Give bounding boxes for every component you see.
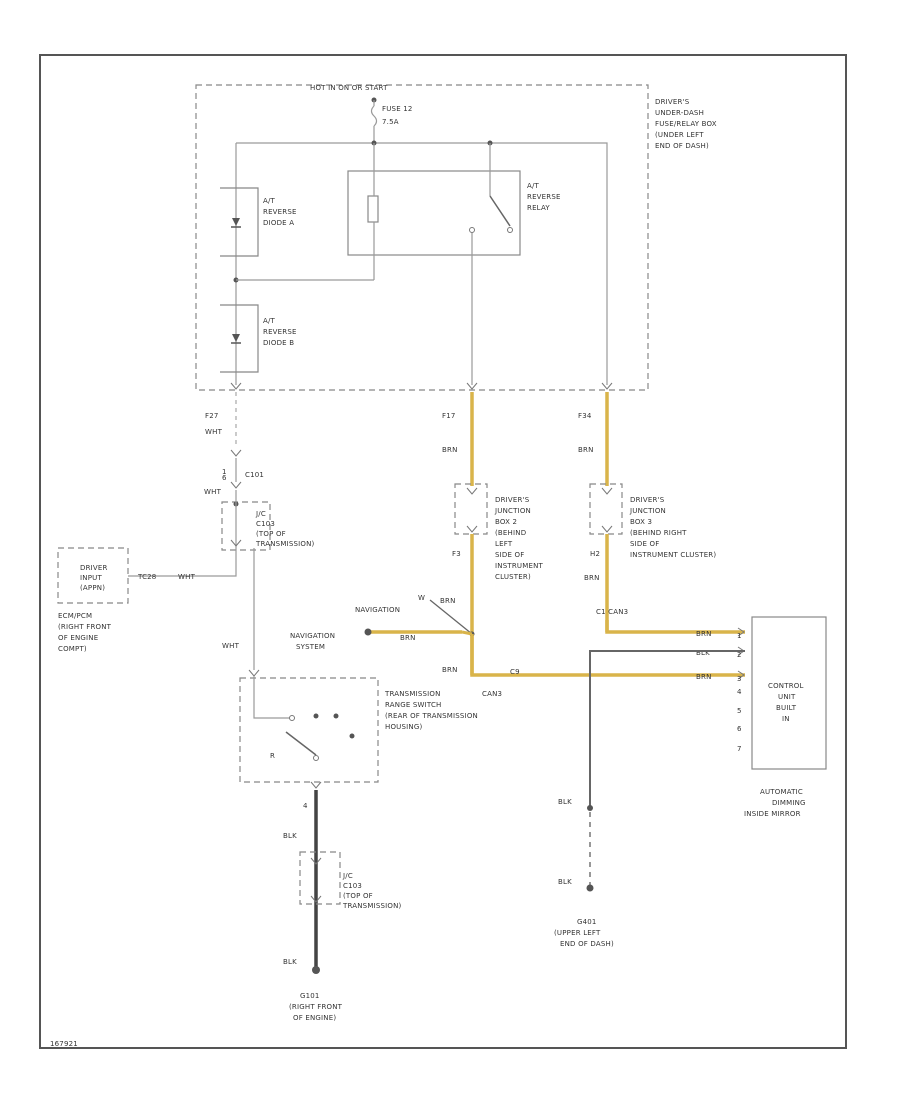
wire-brn-1: BRN (442, 446, 458, 454)
can-label-right: C1 CAN3 (596, 608, 628, 616)
mirror-wire-3: BRN (696, 673, 712, 681)
fuse-rating: 7.5A (382, 118, 399, 126)
mirror-box-label: CONTROL UNIT BUILT IN (768, 682, 806, 723)
pin-6: 6 (222, 474, 227, 482)
svg-text:1: 1 (737, 632, 742, 640)
fuse-box-location: DRIVER'S UNDER-DASH FUSE/RELAY BOX (UNDE… (655, 98, 719, 150)
fuse-box-header: HOT IN ON OR START (310, 84, 388, 92)
ground-g101-label: G101 (RIGHT FRONT OF ENGINE) (289, 992, 345, 1022)
pin-f3: F3 (452, 550, 461, 558)
blk-1: BLK (283, 832, 297, 840)
ecm-pin: TC28 (137, 573, 156, 581)
reverse-diode-b: A/T REVERSE DIODE B (220, 304, 299, 373)
svg-text:3: 3 (737, 675, 742, 683)
jc2-label: J/C C103 (TOP OF TRANSMISSION) (342, 872, 402, 910)
mirror-pins: 1 2 3 4 5 6 7 (737, 627, 745, 753)
svg-text:7: 7 (737, 745, 742, 753)
nav-pin: W (418, 594, 425, 602)
svg-text:6: 6 (737, 725, 742, 733)
svg-text:A/T REVERSE DI: A/T REVERSE DIODE B (263, 317, 299, 347)
internal-bus (236, 142, 608, 385)
reverse-diode-a: A/T REVERSE DIODE A (220, 187, 299, 257)
ground-g101 (312, 966, 320, 974)
mirror-wire-1: BRN (696, 630, 712, 638)
auto-dimming-mirror: CONTROL UNIT BUILT IN 1 2 3 4 5 6 7 BRN … (554, 616, 827, 948)
can-label-mid: CAN3 (482, 690, 502, 698)
pin-f17: F17 (442, 412, 456, 420)
mirror-blk-2: BLK (558, 878, 572, 886)
splice-c9: C9 (510, 668, 520, 676)
pin-f34: F34 (578, 412, 592, 420)
blk-2: BLK (283, 958, 297, 966)
wire-color-wht-3: WHT (222, 642, 240, 650)
fuse-relay-box: HOT IN ON OR START FUSE 12 7.5A DRIVER'S… (195, 84, 719, 391)
middle-branch-brn: F17 BRN DRIVER'S JUNCTION BOX 2 (BEHIND … (290, 392, 745, 698)
nav-system-terminal (364, 628, 372, 636)
pin-1: 1 (222, 468, 227, 476)
wire-color-wht-2: WHT (204, 488, 222, 496)
nav-system-label: NAVIGATION SYSTEM (290, 632, 338, 651)
wire-color-wht-1: WHT (205, 428, 223, 436)
diagram-frame (39, 54, 847, 1049)
ecm-wire: WHT (178, 573, 196, 581)
trs-r-position: R (270, 752, 275, 760)
mirror-label: AUTOMATIC DIMMING INSIDE MIRROR (744, 788, 808, 818)
trs-pin: 4 (303, 802, 308, 810)
pin-f27: F27 (205, 412, 219, 420)
nav-wire-label-2: BRN (400, 634, 416, 642)
fuse-12-symbol (370, 97, 378, 143)
wire-brn-right-1: BRN (578, 446, 594, 454)
ground-g401-label: G401 (UPPER LEFT END OF DASH) (554, 918, 614, 948)
ground-g401 (586, 884, 594, 892)
wire-brn-3: BRN (442, 666, 458, 674)
jb3-label: DRIVER'S JUNCTION BOX 3 (BEHIND RIGHT SI… (629, 496, 716, 559)
svg-text:4: 4 (737, 688, 742, 696)
nav-wire-label: BRN (440, 597, 456, 605)
svg-text:A/T REVERSE RE: A/T REVERSE RELAY (527, 182, 563, 212)
jb2-label: DRIVER'S JUNCTION BOX 2 (BEHIND LEFT SID… (494, 496, 545, 581)
connector-c101: C101 (245, 471, 264, 479)
nav-label: NAVIGATION (355, 606, 400, 614)
mirror-wire-2: BLK (696, 649, 710, 657)
wire-brn-right-2: BRN (584, 574, 600, 582)
svg-text:A/T REVERSE DI: A/T REVERSE DIODE A (263, 197, 299, 227)
box-connector-pins (230, 382, 613, 390)
right-branch-brn: F34 BRN DRIVER'S JUNCTION BOX 3 (BEHIND … (578, 392, 745, 634)
ecm-box-label: DRIVER INPUT (APPN) (80, 564, 110, 592)
mirror-blk-1: BLK (558, 798, 572, 806)
jc-c103-label: J/C C103 (TOP OF TRANSMISSION) (255, 510, 315, 548)
left-branch-wht: F27 WHT 1 C101 6 WHT J/C C103 (TOP OF TR… (57, 392, 480, 1022)
fuse-name: FUSE 12 (382, 105, 413, 113)
svg-text:5: 5 (737, 707, 742, 715)
svg-text:2: 2 (737, 651, 742, 659)
ecm-location: ECM/PCM (RIGHT FRONT OF ENGINE COMPT) (58, 612, 114, 653)
reverse-relay: A/T REVERSE RELAY (236, 143, 563, 385)
pin-h2: H2 (590, 550, 600, 558)
footer-code: 167921 (50, 1040, 78, 1048)
trs-label: TRANSMISSION RANGE SWITCH (REAR OF TRANS… (384, 690, 480, 731)
